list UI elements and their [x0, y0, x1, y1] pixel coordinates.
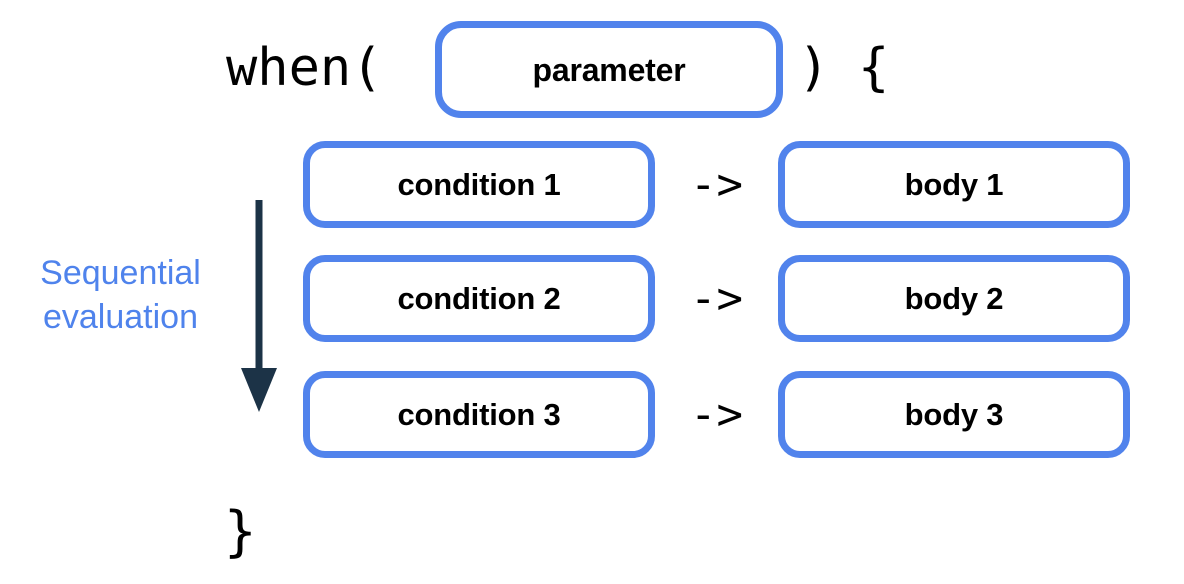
- body-box-2[interactable]: body 2: [778, 255, 1130, 342]
- condition-label-2: condition 2: [397, 281, 561, 316]
- condition-box-2[interactable]: condition 2: [303, 255, 655, 342]
- sequential-evaluation-label: Sequential evaluation: [8, 252, 233, 339]
- parameter-box[interactable]: parameter: [435, 21, 783, 118]
- close-paren-text: ): [798, 38, 830, 98]
- condition-box-1[interactable]: condition 1: [303, 141, 655, 228]
- close-brace-text: }: [224, 500, 257, 563]
- maps-to-arrow-3: ->: [690, 388, 743, 440]
- body-label-2: body 2: [904, 281, 1004, 316]
- condition-box-3[interactable]: condition 3: [303, 371, 655, 458]
- body-box-3[interactable]: body 3: [778, 371, 1130, 458]
- sequential-evaluation-line-1: Sequential: [40, 254, 201, 292]
- body-label-1: body 1: [904, 167, 1004, 202]
- sequential-evaluation-line-2: evaluation: [42, 297, 198, 336]
- parameter-label: parameter: [532, 51, 686, 88]
- open-brace-text: {: [858, 38, 890, 98]
- sequential-evaluation-arrow-icon: [241, 200, 277, 412]
- condition-label-1: condition 1: [397, 167, 561, 202]
- condition-label-3: condition 3: [397, 397, 561, 432]
- maps-to-arrow-2: ->: [690, 272, 743, 324]
- maps-to-arrow-1: ->: [690, 158, 743, 210]
- when-keyword-text: when(: [226, 38, 383, 98]
- body-label-3: body 3: [904, 397, 1004, 432]
- body-box-1[interactable]: body 1: [778, 141, 1130, 228]
